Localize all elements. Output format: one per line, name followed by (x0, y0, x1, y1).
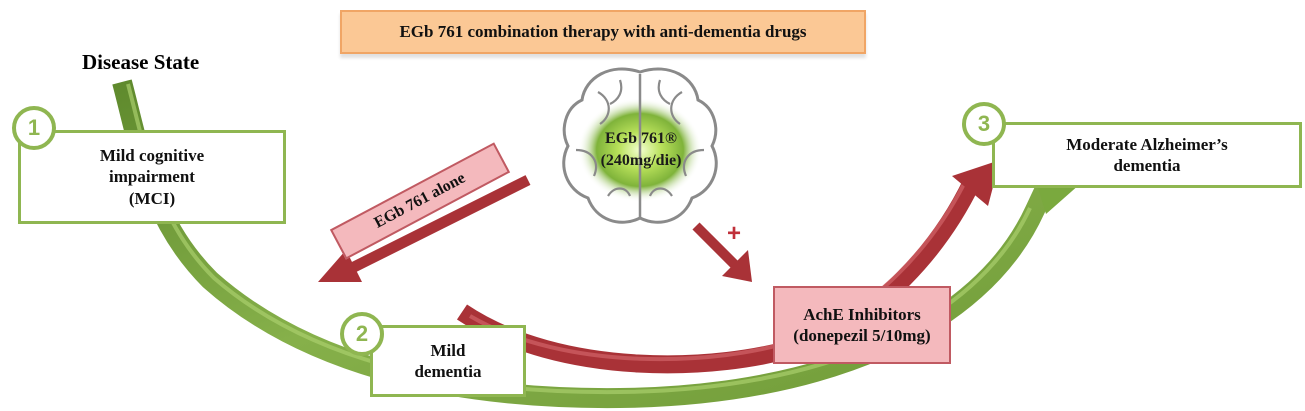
stage-2-box: Mild dementia (370, 325, 526, 397)
red-arrowhead (952, 160, 1000, 206)
brain-label-line: EGb 761® (605, 130, 677, 147)
egb-alone-arrowhead (318, 250, 362, 282)
egb-alone-arrow-shaft (349, 175, 531, 273)
stage-2-number: 2 (340, 312, 384, 356)
stage-2-line: dementia (414, 362, 482, 381)
disease-state-label: Disease State (82, 50, 200, 74)
stage-3-line: Moderate Alzheimer’s (1066, 134, 1228, 154)
stage-3-box: Moderate Alzheimer’s dementia (992, 122, 1302, 188)
stage-3-number: 3 (962, 102, 1006, 146)
stage-1-line: Mild cognitive (99, 146, 205, 166)
ache-arrow-shaft (692, 222, 742, 272)
stage-1-number: 1 (12, 106, 56, 150)
stage-1-line: (MCI) (128, 188, 176, 208)
diagram-title: EGb 761 combination therapy with anti-de… (340, 10, 866, 54)
ache-inhibitors-box: AchE Inhibitors (donepezil 5/10mg) (773, 286, 951, 364)
stage-3-line: dementia (1113, 156, 1181, 175)
stage-1-line: impairment (109, 167, 195, 187)
ache-line: AchE Inhibitors (803, 304, 921, 324)
ache-arrowhead (722, 250, 752, 282)
brain-label-line: (240mg/die) (600, 151, 682, 169)
ache-line: (donepezil 5/10mg) (793, 326, 931, 345)
plus-sign: + (727, 220, 742, 247)
brain-icon (562, 67, 718, 224)
brain-label: EGb 761® (240mg/die) (566, 128, 716, 171)
stage-1-box: Mild cognitive impairment (MCI) (18, 130, 286, 224)
stage-2-line: Mild (430, 340, 466, 360)
